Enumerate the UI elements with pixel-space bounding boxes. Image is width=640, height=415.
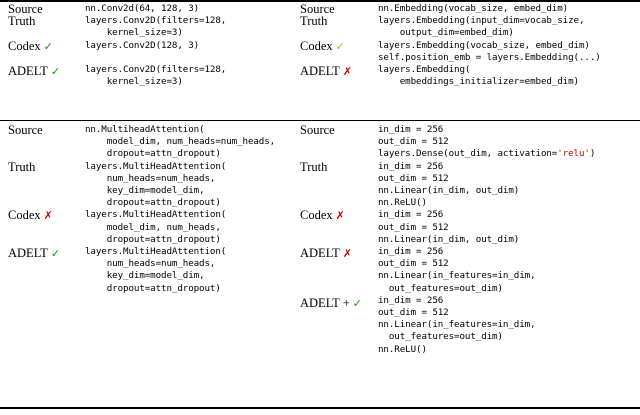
code-column: nn.MultiheadAttention( model_dim, num_he… [85,124,300,295]
code-spacer [85,52,300,64]
label-spacer [300,223,378,235]
label-spacer [8,173,85,185]
label-spacer [8,136,85,148]
example-cell-top-left: Source Truth Codex✓ ADELT✓ nn.Conv2d(64,… [0,3,300,88]
code-source: in_dim = 256 out_dim = 512 layers.Dense(… [378,124,596,160]
label-column: Source Truth Codex✗ ADELT✗ ADELT +✓ [292,124,378,356]
code-column: nn.Embedding(vocab_size, embed_dim) laye… [378,3,640,88]
label-column: Source Truth Codex✓ ADELT✗ [292,3,378,88]
example-cell-top-right: Source Truth Codex✓ ADELT✗ nn.Embedding(… [292,3,640,88]
code-adelt: in_dim = 256 out_dim = 512 nn.Linear(in_… [378,246,536,294]
label-spacer [8,223,85,235]
status-mark-incorrect-icon: ✗ [335,209,345,223]
row-label-source: Source [8,123,43,137]
code-codex: in_dim = 256 out_dim = 512 nn.Linear(in_… [378,209,520,245]
row-label-adelt-plus: ADELT +✓ [300,295,362,310]
row-label-truth: Truth [300,159,328,174]
label-column: Source Truth Codex✓ ADELT✓ [0,3,85,88]
code-codex: layers.Embedding(vocab_size, embed_dim) … [378,39,601,63]
code-source: nn.Conv2d(64, 128, 3) [85,3,200,14]
code-codex: layers.Conv2D(128, 3) [85,39,200,51]
row-label-truth: Truth [8,159,36,174]
row-label-codex: Codex✗ [8,208,53,223]
code-column: in_dim = 256 out_dim = 512 layers.Dense(… [378,124,640,356]
status-mark-correct-icon: ✓ [43,39,53,53]
row-label-adelt: ADELT✗ [300,245,353,260]
label-spacer [300,185,378,197]
code-truth: layers.MultiHeadAttention( num_heads=num… [85,160,227,209]
status-mark-incorrect-icon: ✗ [342,64,353,78]
code-column: nn.Conv2d(64, 128, 3) layers.Conv2D(filt… [85,3,300,88]
code-source: nn.MultiheadAttention( model_dim, num_he… [85,124,276,160]
label-spacer [300,272,378,284]
label-spacer [300,136,378,148]
status-mark-incorrect-icon: ✗ [43,209,53,223]
row-label-codex: Codex✓ [8,38,53,53]
label-spacer [8,185,85,197]
label-column: Source Truth Codex✗ ADELT✓ [0,124,85,295]
code-adelt: layers.Conv2D(filters=128, kernel_size=3… [85,64,227,88]
table-rule-top [0,0,640,2]
example-cell-bottom-right: Source Truth Codex✗ ADELT✗ ADELT +✓ in_d… [292,124,640,356]
status-mark-partial-icon: ✓ [335,39,345,53]
table-rule-bottom [0,407,640,409]
row-label-truth: Truth [8,14,36,29]
status-mark-correct-icon: ✓ [352,296,362,310]
example-cell-bottom-left: Source Truth Codex✗ ADELT✓ nn.MultiheadA… [0,124,300,295]
label-spacer [300,173,378,185]
row-label-source: Source [300,2,335,16]
status-mark-incorrect-icon: ✗ [342,246,353,260]
row-label-adelt: ADELT✓ [8,245,61,260]
row-label-truth: Truth [300,14,328,29]
row-label-adelt: ADELT✗ [300,63,353,78]
row-label-codex: Codex✓ [300,38,345,53]
row-label-adelt: ADELT✓ [8,63,61,78]
row-label-source: Source [8,2,43,16]
row-label-source: Source [300,123,335,137]
label-spacer [300,260,378,272]
code-truth: layers.Embedding(input_dim=vocab_size, o… [378,15,585,39]
code-codex: layers.MultiHeadAttention( model_dim, nu… [85,209,227,245]
code-adelt-plus: in_dim = 256 out_dim = 512 nn.Linear(in_… [378,294,536,355]
row-label-codex: Codex✗ [300,208,345,223]
code-source: nn.Embedding(vocab_size, embed_dim) [378,3,569,14]
code-truth: layers.Conv2D(filters=128, kernel_size=3… [85,15,227,39]
code-adelt: layers.MultiHeadAttention( num_heads=num… [85,246,227,294]
status-mark-correct-icon: ✓ [50,64,61,78]
code-adelt: layers.Embedding( embeddings_initializer… [378,64,579,88]
status-mark-correct-icon: ✓ [50,246,61,260]
code-string-literal: 'relu' [557,148,590,160]
table-rule-middle [0,120,640,121]
code-truth: in_dim = 256 out_dim = 512 nn.Linear(in_… [378,160,520,209]
